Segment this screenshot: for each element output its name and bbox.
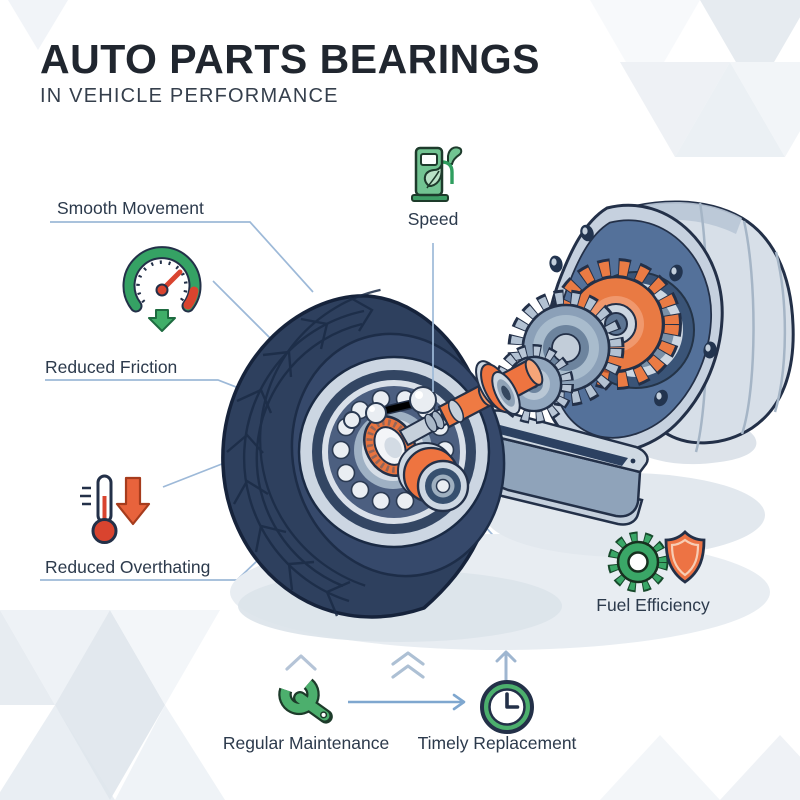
- fuel-efficiency-icons: [604, 524, 714, 598]
- small-front-bearing: [397, 442, 470, 513]
- page-title: AUTO PARTS BEARINGS: [40, 36, 541, 82]
- gear-icon: [607, 531, 669, 593]
- page-subtitle: IN VEHICLE PERFORMANCE: [40, 85, 339, 107]
- wrench-icon: [270, 668, 340, 734]
- orange-down-arrow-icon: [115, 476, 151, 526]
- green-down-arrow-icon: [148, 309, 176, 332]
- chevron-up-icon: [284, 652, 318, 672]
- callout-speed: Speed: [407, 209, 459, 229]
- thermometer-icon: [74, 472, 158, 550]
- callout-reduced-overheating: Reduced Overthating: [45, 557, 211, 577]
- callout-reduced-friction: Reduced Friction: [45, 357, 178, 377]
- callout-smooth-movement: Smooth Movement: [57, 198, 204, 218]
- right-arrow-icon: [346, 692, 476, 712]
- speedometer-icon: [116, 234, 208, 332]
- wheel-hub-bearing: [297, 355, 491, 549]
- up-arrow-icon: [492, 644, 520, 682]
- label-timely-replacement: Timely Replacement: [417, 733, 577, 753]
- callout-fuel-efficiency: Fuel Efficiency: [596, 595, 710, 615]
- clock-icon: [478, 678, 536, 736]
- axle-bearing: [475, 360, 521, 415]
- label-regular-maintenance: Regular Maintenance: [222, 733, 390, 753]
- shield-icon: [664, 530, 706, 584]
- fuel-pump-leaf-icon: [404, 138, 470, 204]
- exploded-bearing-balls: [343, 386, 437, 429]
- double-chevron-up-icon: [390, 650, 426, 680]
